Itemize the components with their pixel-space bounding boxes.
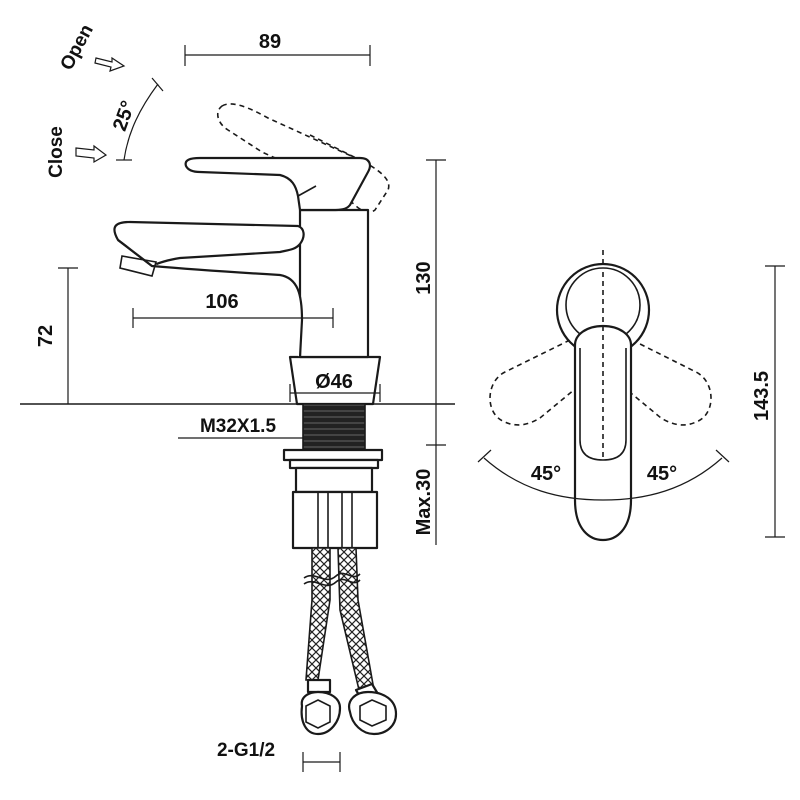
svg-text:130: 130 <box>413 261 435 294</box>
svg-text:M32X1.5: M32X1.5 <box>200 416 276 437</box>
dimension-spout-reach: 106 <box>132 291 334 328</box>
svg-text:Ø46: Ø46 <box>315 371 353 393</box>
svg-text:Max.30: Max.30 <box>413 469 435 536</box>
thread-callout: M32X1.5 <box>178 416 303 439</box>
open-arrow-icon <box>94 56 126 72</box>
hose-nut-right <box>348 690 398 736</box>
close-arrow-icon <box>75 144 108 164</box>
svg-text:89: 89 <box>259 31 281 53</box>
svg-text:45°: 45° <box>647 463 677 485</box>
hose-nut-left <box>300 690 342 736</box>
fixing-nut <box>291 490 379 550</box>
dimension-base-diameter: Ø46 <box>289 371 381 402</box>
svg-text:72: 72 <box>35 325 57 347</box>
faucet-column <box>298 208 370 359</box>
lever-angle-indicator: 25° Open Close <box>46 21 164 178</box>
svg-text:45°: 45° <box>531 463 561 485</box>
aerator <box>119 255 158 277</box>
dimension-hose-connection: 2-G1/2 <box>217 740 341 772</box>
faucet-top-view: 45° 45° 143.5 <box>477 250 785 542</box>
dimension-spout-height: 72 <box>35 267 78 404</box>
svg-text:25°: 25° <box>109 98 140 134</box>
svg-text:106: 106 <box>205 291 238 313</box>
lever-closed <box>184 156 371 212</box>
dimension-max-thickness: Max.30 <box>413 404 446 545</box>
svg-text:143.5: 143.5 <box>751 371 773 421</box>
dimension-width-top: 89 <box>184 31 371 66</box>
faucet-side-view <box>113 156 382 406</box>
supply-hoses <box>300 547 398 736</box>
threaded-shank <box>302 403 366 451</box>
washer <box>282 448 384 462</box>
svg-text:Open: Open <box>56 21 97 74</box>
top-view-lever <box>573 324 633 542</box>
spout-top <box>113 220 305 268</box>
svg-text:Close: Close <box>46 126 67 178</box>
spout-lower <box>117 239 304 358</box>
svg-text:2-G1/2: 2-G1/2 <box>217 740 275 761</box>
plate <box>294 466 374 494</box>
dimension-total-height: 130 <box>413 159 446 404</box>
dimension-top-view-length: 143.5 <box>751 265 785 538</box>
